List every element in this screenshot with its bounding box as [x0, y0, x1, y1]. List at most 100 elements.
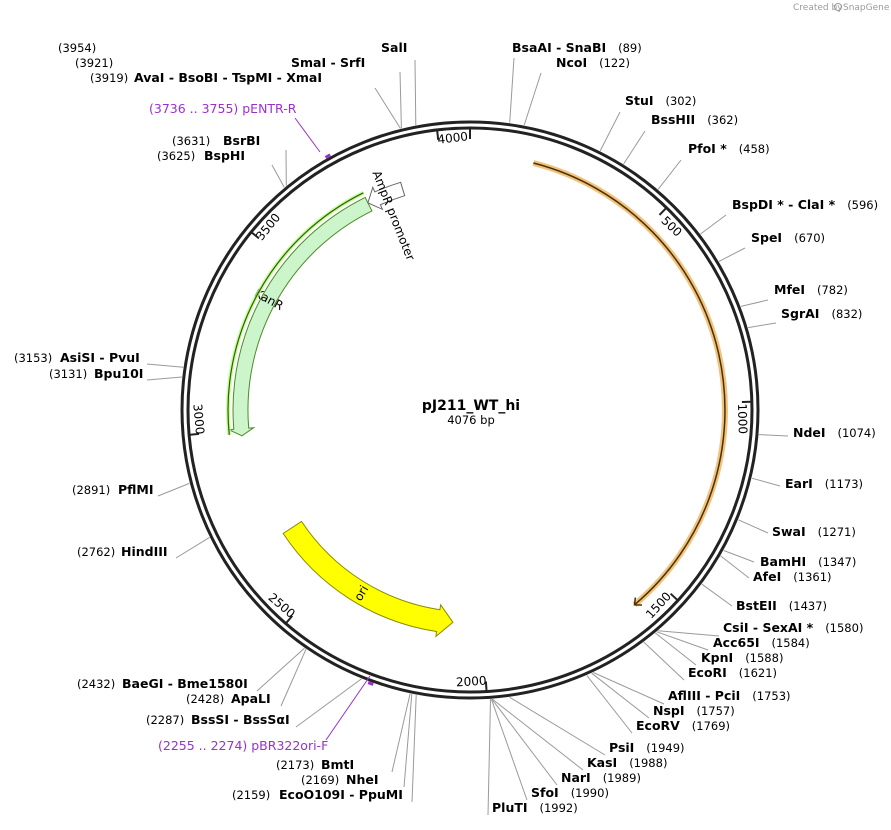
site-leader-line [658, 630, 720, 637]
credit-brand: SnapGene [843, 3, 890, 13]
site-enzyme-label: BstEII [736, 598, 777, 613]
site-enzyme-label: SwaI [772, 524, 806, 539]
snapgene-logo-icon [834, 3, 842, 11]
site-position: (2428) [186, 692, 224, 706]
site-leader-line [643, 641, 685, 681]
site-enzyme-label: BssSI - BssSαI [191, 712, 290, 727]
site-ecori: EcoRI(1621) [688, 665, 777, 680]
site-enzyme-label: StuI [625, 93, 654, 108]
site-position: (1173) [825, 477, 863, 491]
site-position: (362) [707, 113, 738, 127]
site-leader-line [509, 696, 606, 756]
site-acc65i: Acc65I(1584) [713, 635, 810, 650]
ruler-tick-mark [190, 432, 200, 436]
site-position: (122) [599, 56, 630, 70]
site-enzyme-label: NdeI [793, 425, 826, 440]
site-enzyme-label: AsiSI - PvuI [60, 350, 140, 365]
site-nspi: NspI(1757) [653, 703, 735, 718]
site-bsrbi: (3631)BsrBI [172, 133, 260, 148]
orange-feature-head [633, 597, 643, 606]
plasmid-size: 4076 bp [447, 413, 495, 427]
site-leader-line [591, 672, 650, 719]
primer-label: (3736 .. 3755) pENTR-R [149, 101, 297, 116]
site-leader-line [403, 694, 413, 788]
site-sgrai: SgrAI(832) [781, 306, 862, 321]
credit-prefix: Created by [793, 3, 843, 13]
site-asisi: (3153) AsiSI - PvuI [14, 350, 140, 365]
site-leader-line [374, 87, 401, 129]
site-enzyme-label: KasI [587, 755, 617, 770]
site-bsaai: BsaAI - SnaBI(89) [512, 40, 642, 55]
primers: (3736 .. 3755) pENTR-R (2255 .. 2274) pBR… [149, 101, 374, 753]
site-enzyme-label: AflIII - PciI [668, 688, 740, 703]
site-position: (832) [832, 307, 863, 321]
primer-mark [367, 681, 374, 686]
site-enzyme-label: AvaI - BsoBI - TspMI - XmaI [134, 70, 322, 85]
site-enzyme-label: PflMI [118, 482, 154, 497]
site-leader-line [623, 130, 646, 165]
site-leader-line [700, 214, 727, 235]
site-afei: AfeI(1361) [753, 569, 832, 584]
site-enzyme-label: SpeI [751, 230, 782, 245]
ori-arrow [282, 520, 454, 638]
site-enzyme-label: SmaI - SrfI [291, 55, 365, 70]
site-position: (1580) [825, 621, 863, 635]
site-avai: (3919)AvaI - BsoBI - TspMI - XmaI [90, 70, 322, 85]
plasmid-name: pJ211_WT_hi [422, 398, 520, 414]
site-sfoi: SfoI(1990) [531, 785, 609, 800]
site-eari: EarI (1173) [785, 476, 863, 491]
site-enzyme-label: MfeI [774, 282, 805, 297]
site-position: (3153) [14, 351, 52, 365]
site-position: (3921) [75, 56, 113, 70]
site-leader-line [491, 698, 584, 771]
site-bsteii: BstEII (1437) [736, 598, 827, 613]
site-position: (1949) [646, 741, 684, 755]
site-position: (1437) [789, 599, 827, 613]
ruler-tick-mark [251, 231, 260, 240]
site-enzyme-label: BssHII [651, 112, 695, 127]
site-bsssi: (2287)BssSI - BssSαI [146, 712, 290, 727]
site-leader-line [593, 672, 665, 705]
site-leader-line [146, 363, 184, 368]
site-leader-line [256, 647, 305, 692]
primer-label: (2255 .. 2274) pBR322ori-F [158, 738, 328, 753]
site-position: (3631) [172, 134, 210, 148]
site-leader-line [490, 699, 528, 801]
site-position: (3131) [49, 367, 87, 381]
restriction-sites: (3954)SalI(3921)SmaI - SrfI(3919)AvaI - … [14, 40, 878, 815]
site-stui: StuI(302) [625, 93, 696, 108]
site-leader-line [656, 631, 709, 651]
site-enzyme-label: CsiI - SexAI * [723, 620, 814, 635]
site-position: (2169) [301, 773, 339, 787]
site-ncoi: NcoI(122) [556, 55, 630, 70]
site-leader-line [747, 322, 777, 329]
site-bsphi: (3625)BspHI [157, 148, 245, 163]
site-spei: SpeI (670) [751, 230, 825, 245]
site-position: (1621) [739, 666, 777, 680]
site-position: (1990) [571, 786, 609, 800]
site-leader-line [491, 698, 558, 786]
site-enzyme-label: NheI [346, 772, 379, 787]
site-baegi: (2432)BaeGI - Bme1580I [77, 676, 248, 691]
site-leader-line [586, 675, 633, 734]
site-position: (596) [847, 198, 878, 212]
site-swai: SwaI(1271) [772, 524, 856, 539]
site-position: (1347) [818, 555, 856, 569]
site-leader-line [523, 72, 542, 126]
site-bsshii: BssHII (362) [651, 112, 738, 127]
site-position: (1588) [745, 651, 783, 665]
site-leader-line [740, 299, 769, 307]
site-position: (3625) [157, 149, 195, 163]
ori-label: ori [351, 583, 371, 604]
site-enzyme-label: AfeI [753, 569, 781, 584]
site-enzyme-label: SalI [381, 40, 407, 55]
site-enzyme-label: BmtI [321, 757, 354, 772]
site-enzyme-label: PsiI [609, 740, 634, 755]
ruler-tick-label: 2000 [456, 674, 487, 690]
site-enzyme-label: EarI [785, 476, 813, 491]
site-enzyme-label: NspI [653, 703, 685, 718]
site-position: (670) [794, 231, 825, 245]
site-enzyme-label: BamHI [760, 554, 806, 569]
site-psii: PsiI (1949) [609, 740, 685, 755]
ruler-tick-mark [669, 592, 678, 601]
